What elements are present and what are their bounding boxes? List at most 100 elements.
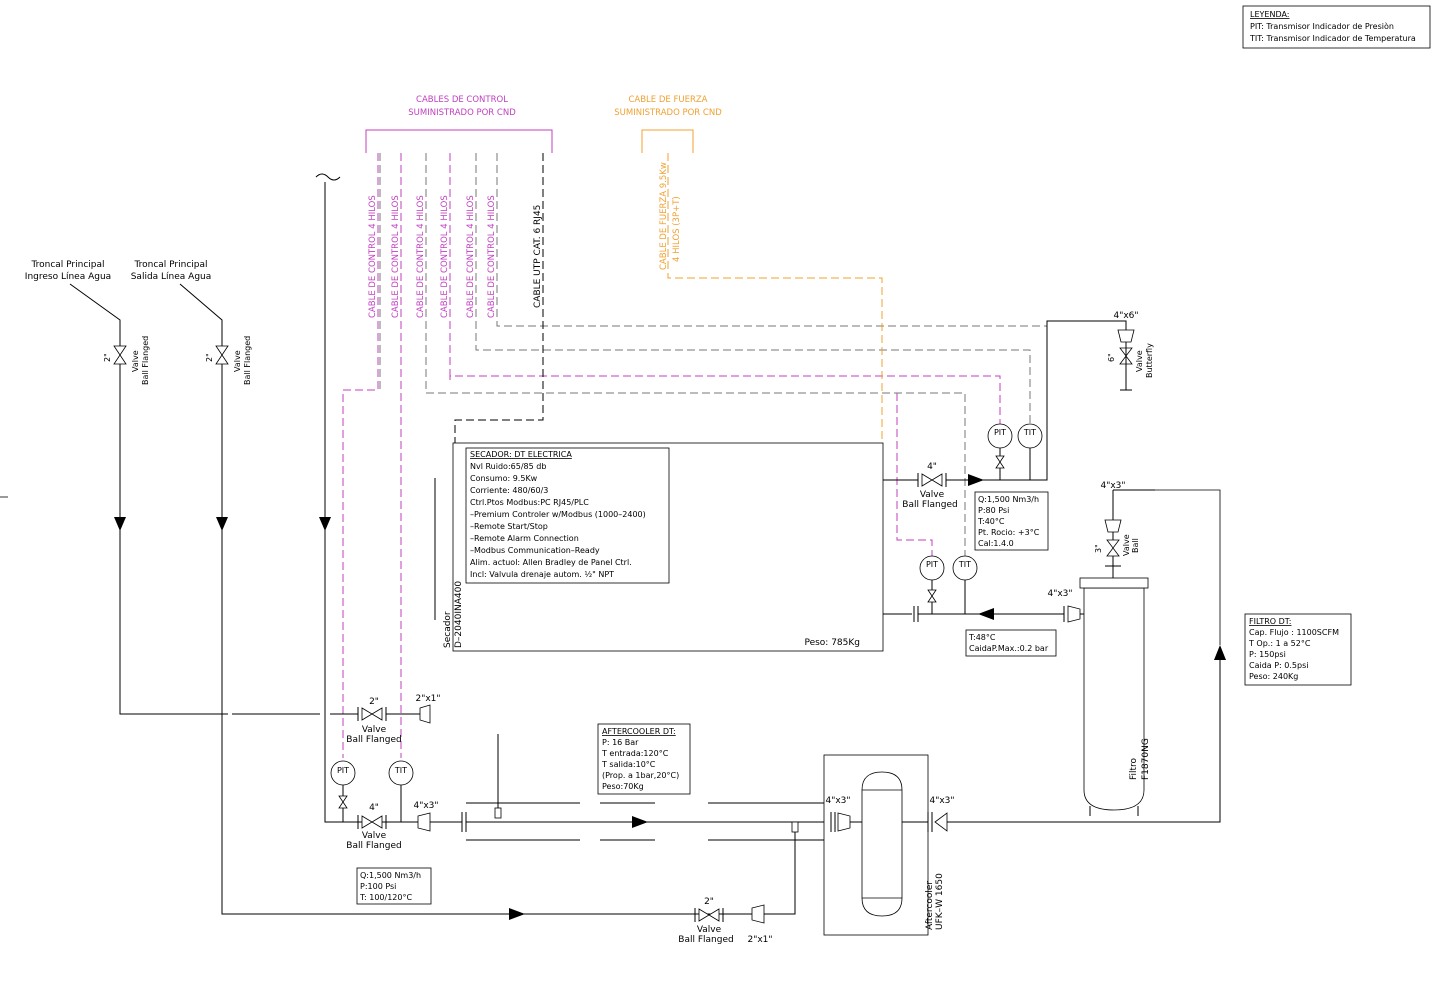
valve-4in-lower-size: 4" bbox=[369, 803, 379, 813]
filter-valve-size: 3" bbox=[1094, 544, 1103, 553]
outlet-valve-label: Valve bbox=[233, 350, 242, 372]
control-cable-label-4: CABLE DE CONTROL 4 HILOS bbox=[440, 195, 450, 318]
trunk-outlet-line2: Salida Línea Agua bbox=[131, 272, 212, 282]
filter-line4: Caida P: 0.5psi bbox=[1249, 661, 1309, 670]
dryer-line6: –Remote Start/Stop bbox=[470, 522, 548, 531]
filter-line3: P: 150psi bbox=[1249, 650, 1286, 659]
dryer: SECADOR: DT ELECTRICA Nvl Ruido:65/85 db… bbox=[434, 320, 1127, 657]
dryer-weight: Peso: 785Kg bbox=[804, 638, 860, 648]
dryer-line8: –Modbus Communication–Ready bbox=[470, 546, 600, 555]
aftercooler-label-1: Aftercooler bbox=[925, 881, 935, 930]
inlet-valve-label: Valve bbox=[131, 350, 140, 372]
valve-4in-dryer-size: 4" bbox=[927, 462, 937, 472]
filter-line5: Peso: 240Kg bbox=[1249, 672, 1298, 681]
control-header-line1: CABLES DE CONTROL bbox=[416, 95, 508, 105]
dryer-outlet-line1: Q:1,500 Nm3/h bbox=[978, 495, 1039, 504]
compressor-line: 2" Valve Ball Flanged 2"x1" PIT TIT 4" V… bbox=[232, 173, 826, 945]
valve-2in-bottom-size: 2" bbox=[704, 897, 714, 907]
dryer-title: SECADOR: DT ELECTRICA bbox=[470, 450, 572, 459]
reducer-4x3-filter-top: 4"x3" bbox=[1100, 481, 1125, 491]
outlet-valve-size: 2" bbox=[205, 353, 214, 362]
control-cable-label-5: CABLE DE CONTROL 4 HILOS bbox=[466, 195, 476, 318]
aftercooler-line4: (Prop. a 1bar,20°C) bbox=[602, 771, 679, 780]
outlet-valve-type: Ball Flanged bbox=[243, 336, 252, 385]
butterfly-valve: 4"x6" 6" Valve Butterfly bbox=[1107, 311, 1154, 391]
valve-4in-dryer-label: Valve bbox=[920, 490, 945, 500]
pit-lower-label: PIT bbox=[337, 766, 349, 775]
butterfly-size: 6" bbox=[1107, 353, 1116, 362]
tit-lower-label: TIT bbox=[394, 766, 407, 775]
comp-out-line3: T: 100/120°C bbox=[359, 893, 412, 902]
dryer-outlet-line2: P:80 Psi bbox=[978, 506, 1009, 515]
valve-2in-size: 2" bbox=[369, 697, 379, 707]
trunk-inlet-line1: Troncal Principal bbox=[30, 260, 104, 270]
control-header-line2: SUMINISTRADO POR CND bbox=[408, 108, 516, 118]
legend-title: LEYENDA: bbox=[1250, 10, 1289, 19]
dryer-line3: Corriente: 480/60/3 bbox=[470, 486, 548, 495]
power-cable: CABLE DE FUERZA 9.5Kw 4 HILOS (3P+T) bbox=[659, 153, 883, 480]
comp-out-line2: P:100 Psi bbox=[360, 882, 396, 891]
valve-2in-bottom-label: Valve bbox=[697, 925, 722, 935]
dryer-inlet-line1: T:48°C bbox=[968, 633, 996, 642]
dryer-outlet-line4: Pt. Rocio: +3°C bbox=[978, 528, 1040, 537]
dryer-outlet-line3: T:40°C bbox=[977, 517, 1005, 526]
control-cables: CABLE DE CONTROL 4 HILOS CABLE DE CONTRO… bbox=[342, 153, 1048, 758]
dryer-inlet-line2: CaidaP.Max.:0.2 bar bbox=[969, 644, 1049, 653]
filter-line2: T Op.: 1 a 52°C bbox=[1248, 639, 1311, 648]
butterfly-type: Butterfly bbox=[1145, 343, 1154, 378]
filter-label-1: Filtro bbox=[1129, 757, 1139, 780]
dryer-line10: Incl: Valvula drenaje autom. ½" NPT bbox=[470, 570, 614, 579]
dryer-line2: Consumo: 9.5Kw bbox=[470, 474, 538, 483]
filter-label-2: F1870NG bbox=[1141, 738, 1151, 780]
reducer-4x3-lower: 4"x3" bbox=[413, 801, 438, 811]
pit-dryer-out-label: PIT bbox=[994, 428, 1006, 437]
aftercooler-line2: T entrada:120°C bbox=[601, 749, 669, 758]
aftercooler-line3: T salida:10°C bbox=[601, 760, 656, 769]
dryer-outlet-line5: Cal:1.4.0 bbox=[978, 539, 1014, 548]
power-header-line1: CABLE DE FUERZA bbox=[628, 95, 707, 105]
control-cable-header: CABLES DE CONTROL SUMINISTRADO POR CND bbox=[365, 95, 553, 153]
dryer-label-2: D–2040INA400 bbox=[454, 581, 464, 648]
reducer-2x1-upper: 2"x1" bbox=[415, 694, 440, 704]
compressor-outlet-box: Q:1,500 Nm3/h P:100 Psi T: 100/120°C bbox=[356, 867, 432, 905]
valve-4in-dryer-type: Ball Flanged bbox=[902, 500, 957, 510]
valve-2in-bottom-type: Ball Flanged bbox=[678, 935, 733, 945]
dryer-line7: –Remote Alarm Connection bbox=[470, 534, 579, 543]
aftercooler-line1: P: 16 Bar bbox=[602, 738, 639, 747]
power-cable-label-1: CABLE DE FUERZA 9.5Kw bbox=[659, 162, 669, 270]
filter-title: FILTRO DT: bbox=[1249, 617, 1291, 626]
dryer-line1: Nvl Ruido:65/85 db bbox=[470, 462, 546, 471]
power-header-line2: SUMINISTRADO POR CND bbox=[614, 108, 722, 118]
legend: LEYENDA: PIT: Transmisor Indicador de Pr… bbox=[1242, 5, 1431, 49]
reducer-4x3-ac-in: 4"x3" bbox=[825, 796, 850, 806]
tit-dryer-out-label: TIT bbox=[1023, 428, 1036, 437]
reducer-4x3-filter-side: 4"x3" bbox=[1047, 589, 1072, 599]
valve-4in-lower-label: Valve bbox=[362, 831, 387, 841]
aftercooler-line5: Peso:70Kg bbox=[602, 782, 644, 791]
inlet-valve-size: 2" bbox=[103, 353, 112, 362]
water-trunks: Troncal Principal Ingreso Línea Agua Tro… bbox=[25, 260, 796, 920]
aftercooler-title: AFTERCOOLER DT: bbox=[602, 727, 676, 736]
aftercooler: AFTERCOOLER DT: P: 16 Bar T entrada:120°… bbox=[597, 723, 955, 936]
control-cable-label-1: CABLE DE CONTROL 4 HILOS bbox=[368, 195, 378, 318]
power-cable-header: CABLE DE FUERZA SUMINISTRADO POR CND bbox=[614, 95, 722, 153]
tit-dryer-in-label: TIT bbox=[958, 560, 971, 569]
filter-valve-type: Ball bbox=[1131, 538, 1140, 553]
trunk-inlet-line2: Ingreso Línea Agua bbox=[25, 272, 111, 282]
valve-2in-type: Ball Flanged bbox=[346, 735, 401, 745]
filter-line1: Cap. Flujo : 1100SCFM bbox=[1249, 628, 1339, 637]
dryer-line5: –Premium Controler w/Modbus (1000–2400) bbox=[470, 510, 646, 519]
dryer-line9: Alim. actuol: Allen Bradley de Panel Ctr… bbox=[470, 558, 632, 567]
control-cable-label-2: CABLE DE CONTROL 4 HILOS bbox=[391, 195, 401, 318]
valve-4in-lower-type: Ball Flanged bbox=[346, 841, 401, 851]
dryer-label-1: Secador bbox=[443, 611, 453, 648]
utp-cable-label: CABLE UTP CAT. 6 RJ45 bbox=[533, 205, 543, 308]
dryer-line4: Ctrl.Ptos Modbus:PC RJ45/PLC bbox=[470, 498, 589, 507]
valve-2in-label: Valve bbox=[362, 725, 387, 735]
aftercooler-label-2: UFK–W 1650 bbox=[935, 873, 945, 930]
power-cable-label-2: 4 HILOS (3P+T) bbox=[672, 196, 682, 262]
comp-out-line1: Q:1,500 Nm3/h bbox=[360, 871, 421, 880]
pit-dryer-in-label: PIT bbox=[926, 560, 938, 569]
legend-tit: TIT: Transmisor Indicador de Temperatura bbox=[1249, 34, 1416, 43]
control-cable-label-3: CABLE DE CONTROL 4 HILOS bbox=[416, 195, 426, 318]
